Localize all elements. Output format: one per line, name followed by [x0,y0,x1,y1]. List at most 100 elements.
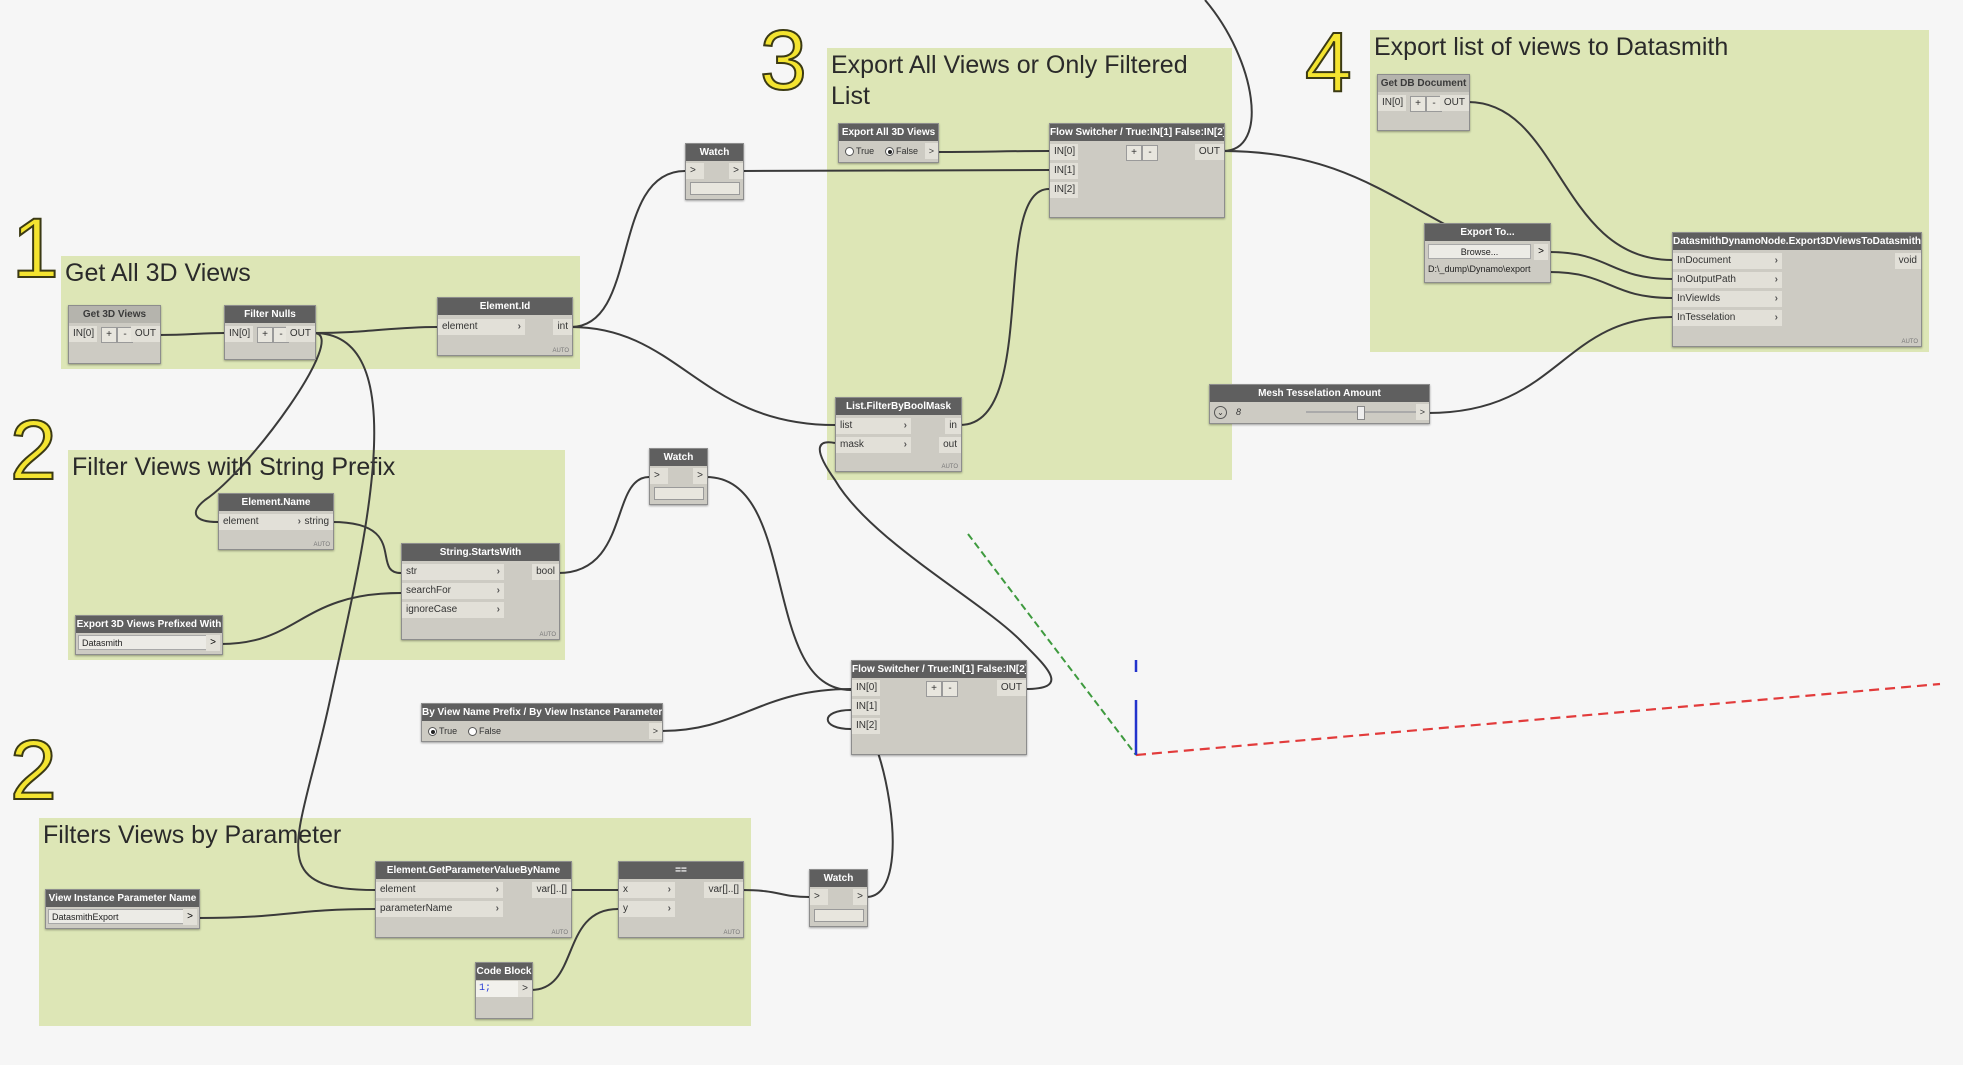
output-port[interactable]: > [648,723,662,739]
node-mesh-tesselation-slider[interactable]: Mesh Tesselation Amount ⌄ 8 > [1209,384,1430,424]
output-port[interactable]: > [853,889,867,905]
input-port[interactable]: element› [438,319,525,335]
node-list-filter-by-bool-mask[interactable]: List.FilterByBoolMask list› in mask› out… [835,397,962,472]
port-label: element [442,321,478,332]
node-code-block[interactable]: Code Block 1; > [475,962,533,1019]
node-export-3d-views-to-datasmith[interactable]: DatasmithDynamoNode.Export3DViewsToDatas… [1672,232,1922,347]
step-number: 1 [11,201,60,295]
node-equals[interactable]: == x› var[]..[] y› AUTO [618,861,744,938]
step-number: 2 [9,723,58,817]
node-filter-nulls[interactable]: Filter Nulls IN[0] + - OUT [224,305,316,360]
node-string-starts-with[interactable]: String.StartsWith str› bool searchFor› i… [401,543,560,640]
output-port[interactable]: > [693,468,707,484]
remove-input-button[interactable]: - [942,681,958,697]
node-export-to-directory[interactable]: Export To... Browse... > D:\_dump\Dynamo… [1424,223,1551,283]
input-port[interactable]: > [686,163,704,179]
output-port[interactable]: in [945,418,961,434]
output-port[interactable]: bool [532,564,559,580]
parameter-name-input[interactable]: DatasmithExport [48,909,186,924]
node-title: DatasmithDynamoNode.Export3DViewsToDatas… [1673,233,1921,250]
node-element-id[interactable]: Element.Id element› int AUTO [437,297,573,356]
input-port[interactable]: IN[0] [1050,144,1078,160]
output-port[interactable]: > [729,163,743,179]
radio-true[interactable]: True [428,723,457,739]
input-port[interactable]: InOutputPath› [1673,272,1782,288]
output-port[interactable]: var[]..[] [704,882,743,898]
input-port[interactable]: IN[0] [69,326,97,342]
input-port[interactable]: IN[1] [1050,163,1078,179]
input-port[interactable]: parameterName› [376,901,503,917]
output-port[interactable]: > [518,981,532,997]
output-port[interactable]: int [553,319,572,335]
node-watch[interactable]: Watch > > [809,869,868,927]
radio-true[interactable]: True [845,143,874,159]
input-port[interactable]: InDocument› [1673,253,1782,269]
input-port[interactable]: > [810,889,828,905]
output-port[interactable]: > [924,143,938,159]
step-number: 2 [9,403,58,497]
input-port[interactable]: IN[0] [225,326,253,342]
output-port[interactable]: > [183,909,197,925]
input-port[interactable]: element› [376,882,503,898]
add-input-button[interactable]: + [1410,96,1426,112]
input-port[interactable]: IN[2] [1050,182,1078,198]
node-title: Export 3D Views Prefixed With [76,616,222,633]
output-port[interactable]: var[]..[] [532,882,571,898]
output-port[interactable]: void [1894,253,1921,269]
input-port[interactable]: y› [619,901,675,917]
input-port[interactable]: mask› [836,437,911,453]
output-port[interactable]: string [300,514,333,530]
node-get-parameter-value-by-name[interactable]: Element.GetParameterValueByName element›… [375,861,572,938]
node-parameter-name-input[interactable]: View Instance Parameter Name DatasmithEx… [45,889,200,929]
input-port[interactable]: element› [219,514,305,530]
input-port[interactable]: InTesselation› [1673,310,1782,326]
remove-input-button[interactable]: - [1142,145,1158,161]
input-port[interactable]: > [650,468,668,484]
output-port[interactable]: > [206,635,220,651]
input-port[interactable]: str› [402,564,504,580]
add-input-button[interactable]: + [257,327,273,343]
output-port[interactable]: > [1534,244,1548,260]
input-port[interactable]: IN[0] [852,680,880,696]
input-port[interactable]: IN[0] [1378,95,1406,111]
input-port[interactable]: searchFor› [402,583,504,599]
node-title: Flow Switcher / True:IN[1] False:IN[2] [852,661,1026,678]
prefix-input[interactable]: Datasmith [78,635,208,650]
radio-false[interactable]: False [468,723,501,739]
node-filter-mode-toggle[interactable]: By View Name Prefix / By View Instance P… [421,703,663,742]
output-port[interactable]: OUT [1439,95,1469,111]
node-title: Filter Nulls [225,306,315,323]
node-export-all-3d-views-toggle[interactable]: Export All 3D Views True False > [838,123,939,163]
input-port[interactable]: ignoreCase› [402,602,504,618]
output-port[interactable]: OUT [996,680,1026,696]
add-input-button[interactable]: + [101,327,117,343]
output-port[interactable]: out [939,437,961,453]
node-watch[interactable]: Watch > > [685,143,744,200]
radio-false-icon [885,147,894,157]
auto-label: AUTO [1901,339,1918,345]
radio-false[interactable]: False [885,143,918,159]
input-port[interactable]: list› [836,418,911,434]
output-port[interactable]: OUT [285,326,315,342]
add-input-button[interactable]: + [926,681,942,697]
slider-thumb[interactable] [1357,406,1365,420]
node-element-name[interactable]: Element.Name element› string AUTO [218,493,334,550]
code-text[interactable]: 1; [479,983,492,994]
input-port[interactable]: IN[2] [852,718,880,734]
node-get-db-document[interactable]: Get DB Document IN[0] + - OUT [1377,74,1470,131]
browse-button[interactable]: Browse... [1428,244,1531,259]
output-port[interactable]: OUT [1194,144,1224,160]
node-prefix-string-input[interactable]: Export 3D Views Prefixed With Datasmith … [75,615,223,655]
input-port[interactable]: InViewIds› [1673,291,1782,307]
input-port[interactable]: IN[1] [852,699,880,715]
chevron-down-icon[interactable]: ⌄ [1214,406,1227,419]
node-get-3d-views[interactable]: Get 3D Views IN[0] + - OUT [68,305,161,364]
output-port[interactable]: > [1415,404,1429,420]
node-flow-switcher[interactable]: Flow Switcher / True:IN[1] False:IN[2] I… [1049,123,1225,218]
input-port[interactable]: x› [619,882,675,898]
node-watch[interactable]: Watch > > [649,448,708,505]
output-port[interactable]: OUT [130,326,160,342]
add-input-button[interactable]: + [1126,145,1142,161]
node-flow-switcher[interactable]: Flow Switcher / True:IN[1] False:IN[2] I… [851,660,1027,755]
